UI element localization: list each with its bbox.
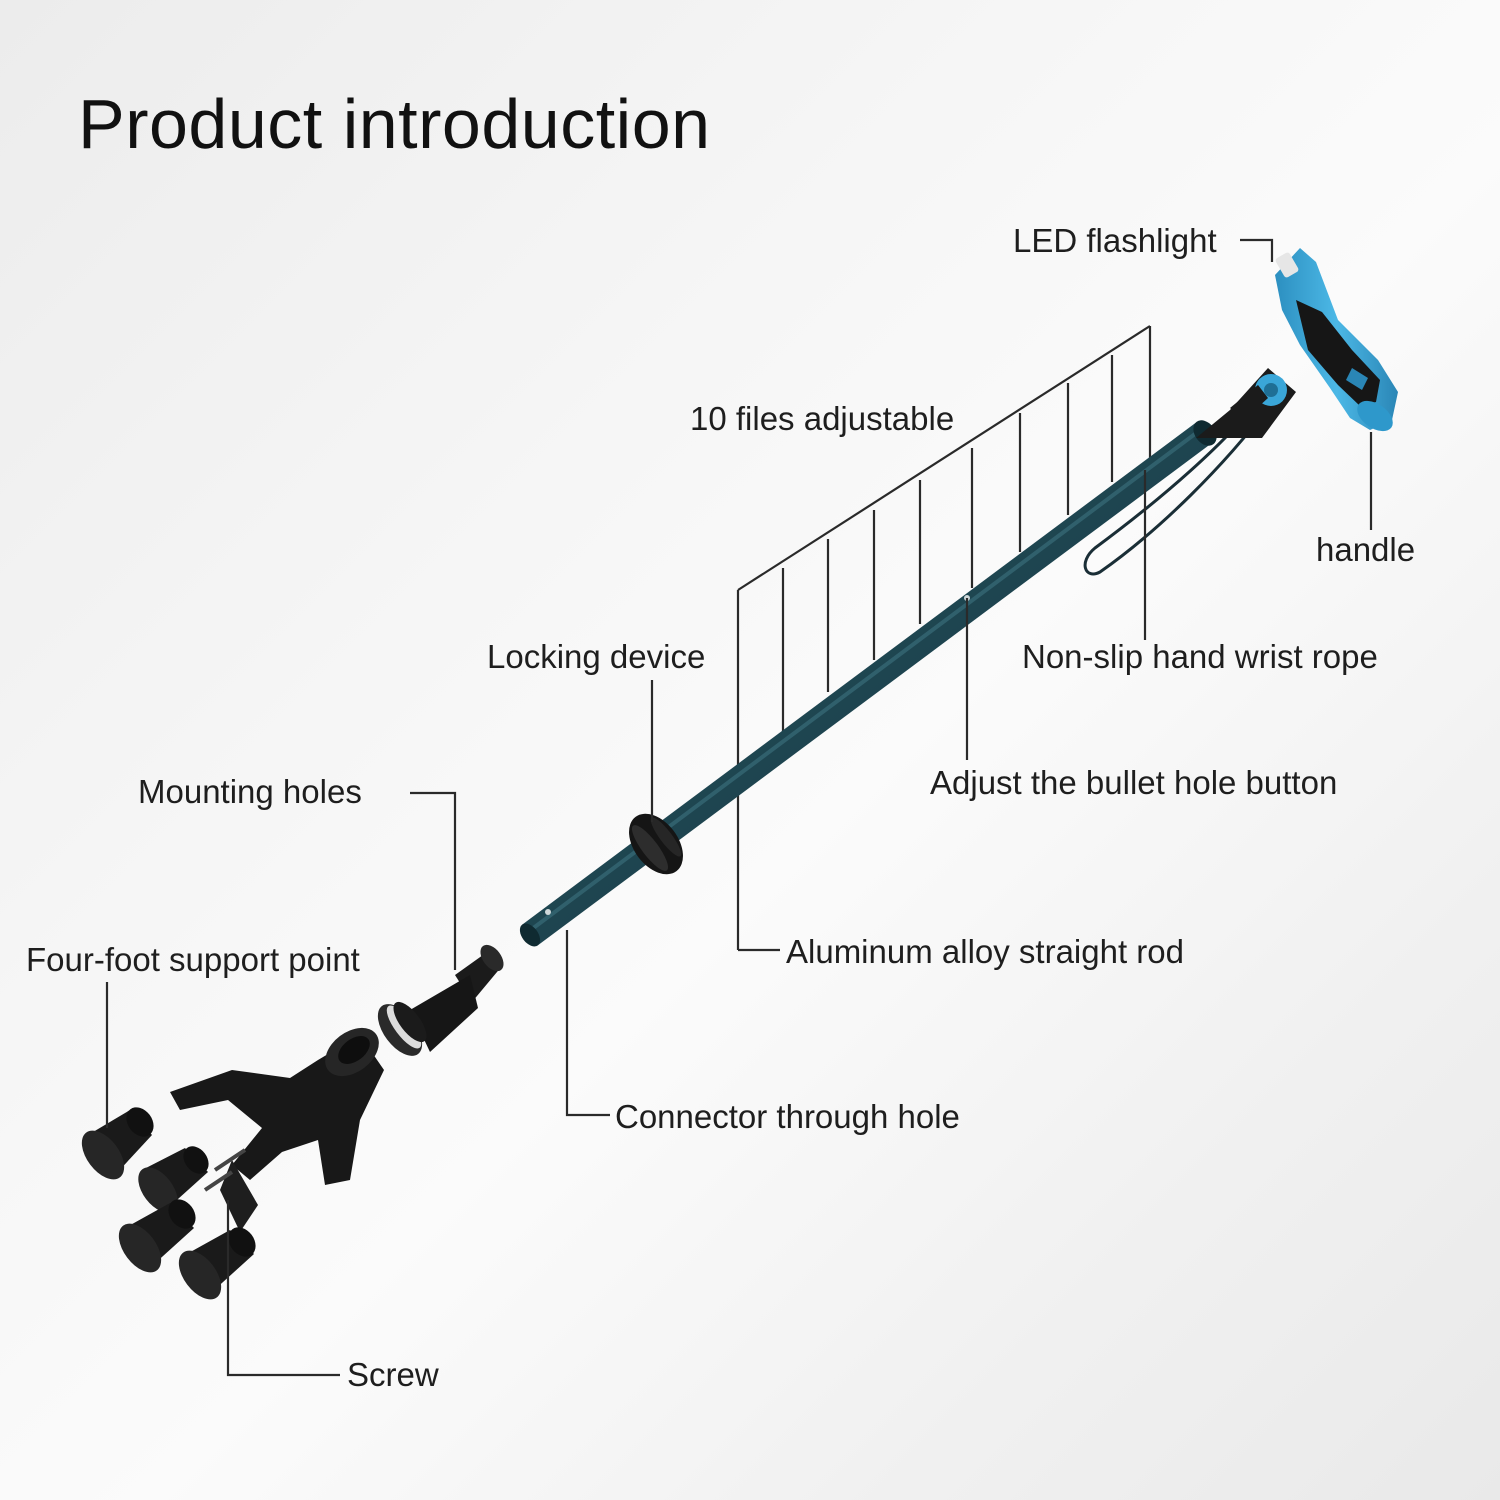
four-foot-base	[170, 1027, 384, 1232]
foot-2	[138, 1146, 209, 1213]
foot-1	[81, 1107, 154, 1180]
foot-3	[118, 1199, 196, 1273]
label-four-foot: Four-foot support point	[26, 941, 360, 978]
label-locking-device: Locking device	[487, 638, 706, 675]
label-bullet-hole-button: Adjust the bullet hole button	[930, 764, 1338, 801]
label-mounting-holes: Mounting holes	[138, 773, 362, 810]
label-handle: handle	[1316, 531, 1416, 568]
connector-hole-icon	[545, 909, 551, 915]
wrist-strap	[1083, 394, 1272, 576]
label-led-flashlight: LED flashlight	[1013, 222, 1217, 259]
label-connector-hole: Connector through hole	[615, 1098, 960, 1135]
cane-handle	[1196, 248, 1398, 438]
locking-collar	[629, 813, 683, 875]
label-files-adjustable: 10 files adjustable	[690, 400, 955, 437]
foot-4	[178, 1227, 256, 1300]
page-title: Product introduction	[78, 85, 711, 163]
rubber-feet	[81, 1107, 256, 1300]
led-flashlight-icon	[1275, 252, 1299, 278]
leader-lines	[105, 238, 1373, 1377]
label-screw: Screw	[347, 1356, 439, 1393]
label-straight-rod: Aluminum alloy straight rod	[786, 933, 1184, 970]
label-wrist-rope: Non-slip hand wrist rope	[1022, 638, 1378, 675]
aluminum-rod	[519, 420, 1217, 947]
mounting-piece	[377, 944, 504, 1056]
